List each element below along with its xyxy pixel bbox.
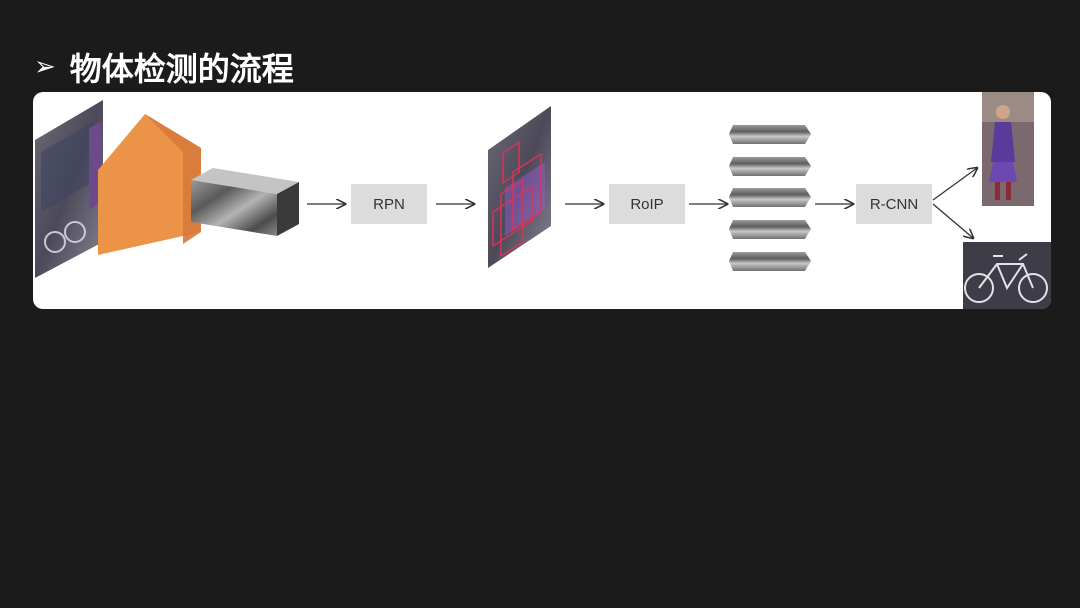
cnn-block: [98, 114, 201, 255]
bullet-arrow-icon: ➢: [34, 52, 56, 82]
roi-feature-strip: [729, 157, 811, 176]
slide-title: ➢ 物体检测的流程: [34, 44, 294, 90]
arrow-to-person-output: [932, 168, 977, 201]
roi-feature-strip: [729, 252, 811, 271]
input-image: [35, 100, 103, 278]
roi-feature-strips: [729, 125, 811, 271]
rpn-label: RPN: [373, 196, 405, 213]
region-proposals-image: [488, 106, 551, 268]
roip-label: RoIP: [630, 196, 663, 213]
rcnn-box: R-CNN: [856, 184, 932, 224]
roip-box: RoIP: [609, 184, 685, 224]
feature-map-cube: [191, 168, 299, 236]
person-output-crop: [982, 92, 1034, 206]
rcnn-label: R-CNN: [870, 196, 918, 213]
roi-feature-strip: [729, 125, 811, 144]
roi-feature-strip: [729, 220, 811, 239]
arrow-to-bicycle-output: [932, 203, 973, 238]
rpn-box: RPN: [351, 184, 427, 224]
slide-title-text: 物体检测的流程: [69, 50, 294, 88]
pipeline-diagram: RPN RoIP: [33, 92, 1051, 309]
bicycle-output-crop: [963, 242, 1051, 309]
roi-feature-strip: [729, 188, 811, 207]
